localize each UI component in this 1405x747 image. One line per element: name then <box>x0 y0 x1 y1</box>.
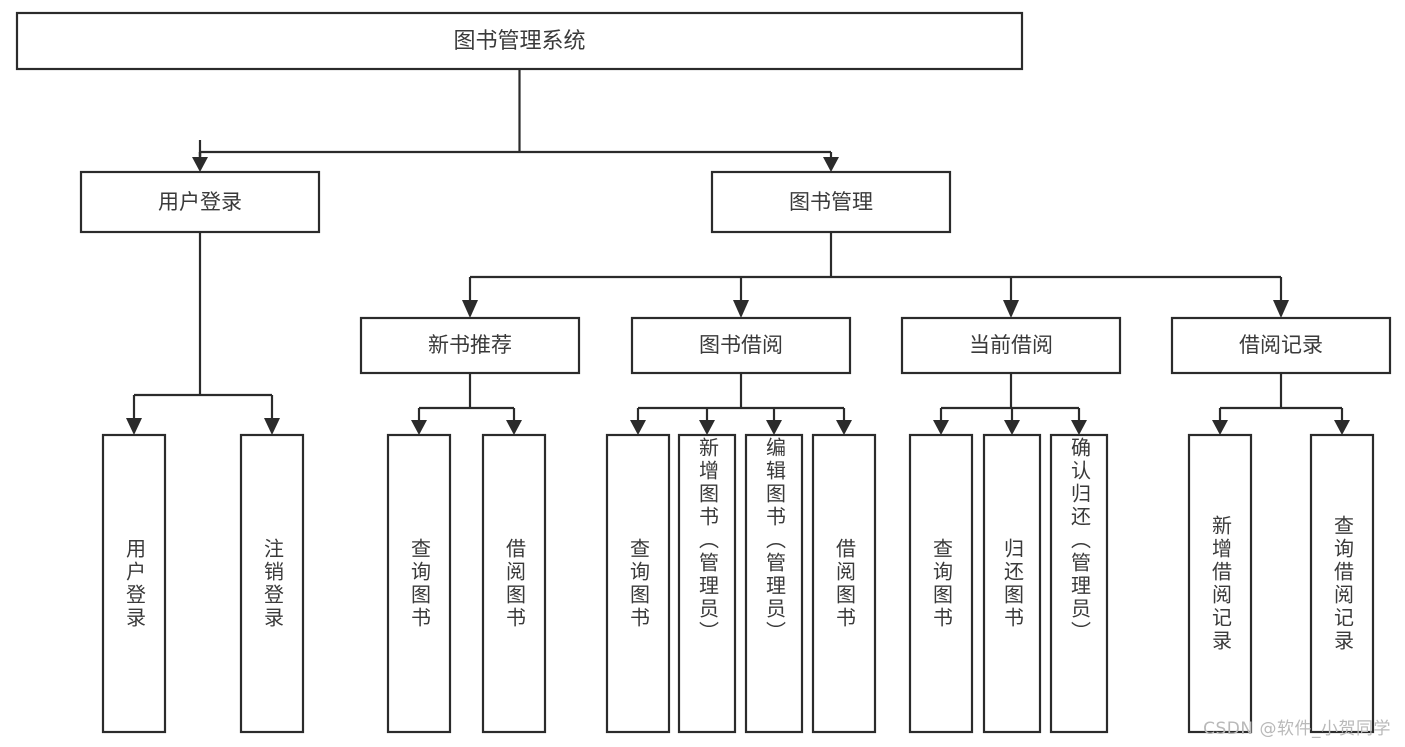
leaf-logout-login-label: 注销登录 <box>260 537 285 630</box>
arrowhead-to-leaf-borrow-book-1 <box>506 420 522 435</box>
arrowhead-to-borrow-record <box>1273 300 1289 318</box>
leaf-confirm-return-admin[interactable]: 确认归还（管理员） <box>1049 433 1109 734</box>
leaf-add-borrow-record-label: 新增借阅记录 <box>1208 514 1233 653</box>
arrowhead-to-leaf-logout-login <box>264 418 280 435</box>
node-user-login-label: 用户登录 <box>158 190 242 214</box>
node-root-system-box[interactable] <box>15 11 1024 71</box>
leaf-user-login-box[interactable] <box>101 433 167 734</box>
leaf-query-book-2-box[interactable] <box>605 433 671 734</box>
node-root-system[interactable]: 图书管理系统 <box>15 11 1024 71</box>
leaf-user-login[interactable]: 用户登录 <box>101 433 167 734</box>
leaf-return-book[interactable]: 归还图书 <box>982 433 1042 734</box>
leaf-query-book-1-box[interactable] <box>386 433 452 734</box>
leaf-edit-book-admin[interactable]: 编辑图书（管理员） <box>744 433 804 734</box>
arrowhead-to-leaf-borrow-book-2 <box>836 420 852 435</box>
leaf-query-book-1[interactable]: 查询图书 <box>386 433 452 734</box>
leaf-confirm-return-admin-label: 确认归还（管理员） <box>1067 437 1092 644</box>
leaf-edit-book-admin-box[interactable] <box>744 433 804 734</box>
node-user-login[interactable]: 用户登录 <box>79 170 321 234</box>
leaf-borrow-book-1-box[interactable] <box>481 433 547 734</box>
leaf-confirm-return-admin-box[interactable] <box>1049 433 1109 734</box>
arrowhead-to-current-borrow <box>1003 300 1019 318</box>
node-borrow-record-box[interactable] <box>1170 316 1392 375</box>
arrowhead-to-book-borrow <box>733 300 749 318</box>
node-borrow-record-label: 借阅记录 <box>1239 333 1323 357</box>
node-book-borrow-label: 图书借阅 <box>699 333 783 357</box>
arrowhead-to-leaf-return-book <box>1004 420 1020 435</box>
arrowhead-to-leaf-query-borrow-record <box>1334 420 1350 435</box>
leaf-borrow-book-2-box[interactable] <box>811 433 877 734</box>
node-borrow-record[interactable]: 借阅记录 <box>1170 316 1392 375</box>
connector-lines <box>126 69 1350 435</box>
node-new-book-recommend-label: 新书推荐 <box>428 333 512 357</box>
arrowhead-to-leaf-user-login <box>126 418 142 435</box>
arrowhead-to-leaf-query-book-1 <box>411 420 427 435</box>
leaf-query-book-3-label: 查询图书 <box>929 537 954 630</box>
node-book-management[interactable]: 图书管理 <box>710 170 952 234</box>
leaf-query-book-1-label: 查询图书 <box>407 537 432 630</box>
leaf-logout-login[interactable]: 注销登录 <box>239 433 305 734</box>
leaf-add-book-admin-box[interactable] <box>677 433 737 734</box>
leaf-query-book-3-box[interactable] <box>908 433 974 734</box>
arrowhead-to-leaf-query-book-3 <box>933 420 949 435</box>
arrowhead-to-leaf-query-book-2 <box>630 420 646 435</box>
node-new-book-recommend-box[interactable] <box>359 316 581 375</box>
arrowhead-to-leaf-add-borrow-record <box>1212 420 1228 435</box>
node-book-management-box[interactable] <box>710 170 952 234</box>
arrowhead-to-new-book-recommend <box>462 300 478 318</box>
node-current-borrow[interactable]: 当前借阅 <box>900 316 1122 375</box>
arrowhead-to-book-management <box>823 157 839 172</box>
leaf-query-book-2[interactable]: 查询图书 <box>605 433 671 734</box>
node-book-management-label: 图书管理 <box>789 190 873 214</box>
arrowhead-to-leaf-add-book-admin <box>699 420 715 435</box>
leaf-query-book-2-label: 查询图书 <box>626 537 651 630</box>
leaf-logout-login-box[interactable] <box>239 433 305 734</box>
arrowhead-to-leaf-confirm-return-admin <box>1071 420 1087 435</box>
leaf-add-book-admin-label: 新增图书（管理员） <box>695 437 720 644</box>
node-current-borrow-label: 当前借阅 <box>969 333 1053 357</box>
arrowhead-to-user-login <box>192 157 208 172</box>
leaf-add-borrow-record-box[interactable] <box>1187 433 1253 734</box>
node-book-borrow-box[interactable] <box>630 316 852 375</box>
node-new-book-recommend[interactable]: 新书推荐 <box>359 316 581 375</box>
node-book-borrow[interactable]: 图书借阅 <box>630 316 852 375</box>
leaf-borrow-book-1-label: 借阅图书 <box>502 537 527 630</box>
leaf-user-login-label: 用户登录 <box>122 537 147 630</box>
leaf-query-borrow-record-box[interactable] <box>1309 433 1375 734</box>
leaf-borrow-book-2-label: 借阅图书 <box>832 537 857 630</box>
leaf-return-book-label: 归还图书 <box>1000 537 1025 630</box>
leaf-query-borrow-record[interactable]: 查询借阅记录 <box>1309 433 1375 734</box>
node-user-login-box[interactable] <box>79 170 321 234</box>
leaf-borrow-book-1[interactable]: 借阅图书 <box>481 433 547 734</box>
node-root-system-label: 图书管理系统 <box>453 29 585 54</box>
leaf-return-book-box[interactable] <box>982 433 1042 734</box>
leaf-query-book-3[interactable]: 查询图书 <box>908 433 974 734</box>
leaf-edit-book-admin-label: 编辑图书（管理员） <box>762 437 787 644</box>
leaf-query-borrow-record-label: 查询借阅记录 <box>1330 514 1355 653</box>
leaf-borrow-book-2[interactable]: 借阅图书 <box>811 433 877 734</box>
leaf-add-borrow-record[interactable]: 新增借阅记录 <box>1187 433 1253 734</box>
leaf-add-book-admin[interactable]: 新增图书（管理员） <box>677 433 737 734</box>
arrowhead-to-leaf-edit-book-admin <box>766 420 782 435</box>
node-current-borrow-box[interactable] <box>900 316 1122 375</box>
